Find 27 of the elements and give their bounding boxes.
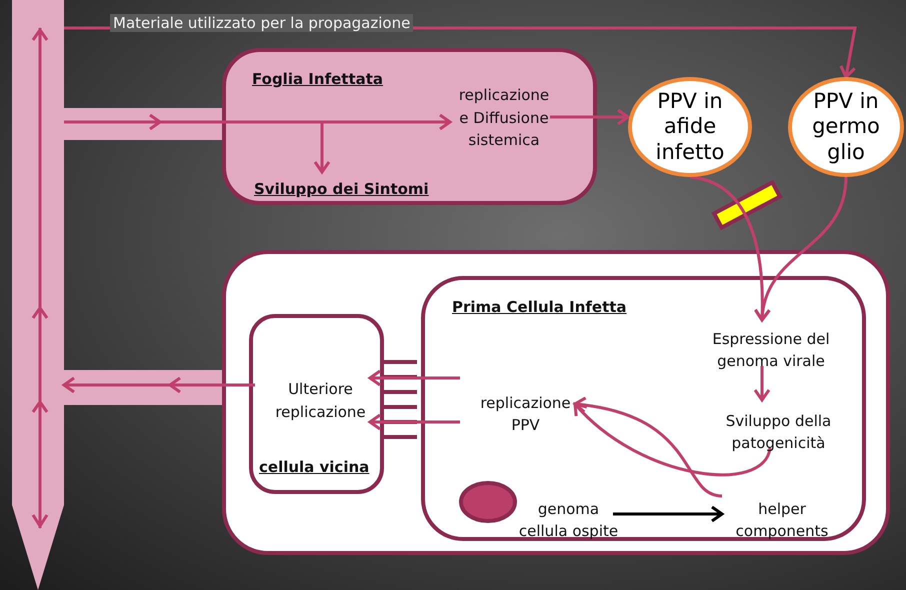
ellipse-node: PPV in germo glio <box>788 77 904 177</box>
process-text: Sviluppo della patogenicità <box>706 408 851 456</box>
edge-label: Materiale utilizzato per la propagazione <box>110 14 414 32</box>
process-text: replicazione PPV <box>468 388 583 440</box>
process-text: helper components <box>730 496 834 544</box>
arrow <box>368 414 460 430</box>
process-text: genoma cellula ospite <box>516 496 621 544</box>
arrow <box>62 377 255 393</box>
leaf-box <box>222 48 597 205</box>
plant-tissue-box <box>222 250 890 555</box>
process-text: Ulteriore replicazione <box>263 363 378 438</box>
arrow <box>368 370 460 386</box>
cell-box <box>421 276 866 541</box>
ellipse-node: PPV in afide infetto <box>628 77 752 177</box>
arrow <box>613 506 724 522</box>
box-heading: Prima Cellula Infetta <box>452 298 627 316</box>
arrow <box>574 397 722 498</box>
cell-box <box>249 314 384 494</box>
arrow <box>574 402 772 476</box>
box-heading: cellula vicina <box>259 458 370 476</box>
box-heading: Foglia Infettata <box>252 70 384 88</box>
arrow <box>550 108 630 126</box>
process-text: replicazione e Diffusione sistemica <box>454 72 554 164</box>
arrow <box>754 366 770 402</box>
process-text: Sviluppo dei Sintomi <box>254 176 449 202</box>
process-text: Espressione del genoma virale <box>696 326 846 374</box>
arrow <box>754 176 848 322</box>
